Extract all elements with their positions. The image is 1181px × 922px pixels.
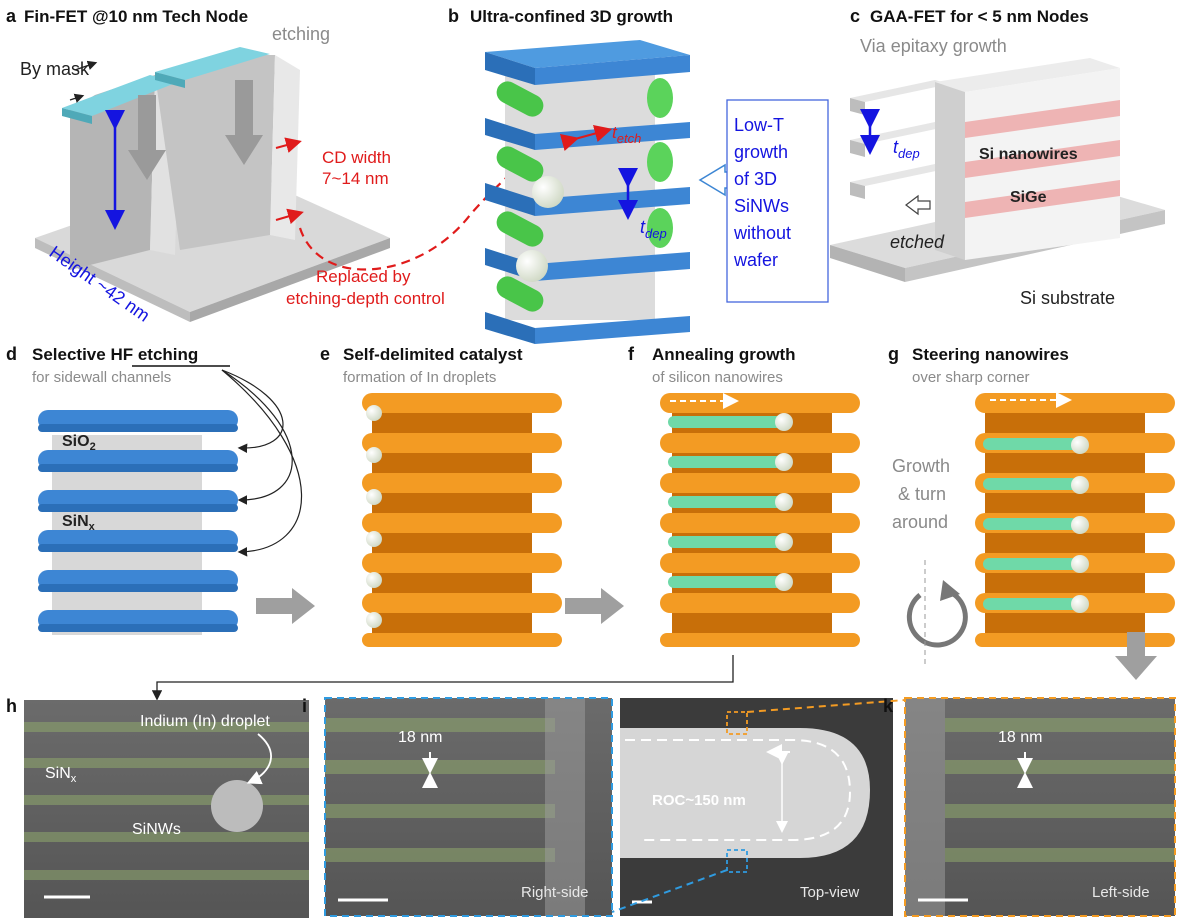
etched-arrow (905, 194, 931, 216)
topview-shape (620, 728, 870, 858)
sige-label: SiGe (1010, 189, 1047, 206)
t-etch-label: tetch (612, 123, 641, 146)
sem-image-h (24, 700, 309, 918)
step-arrow-2 (565, 588, 624, 624)
blue-stack (38, 410, 238, 635)
lowt-box (726, 99, 829, 303)
lowt-line-1: Low-T (734, 115, 784, 135)
by-mask-label: By mask (20, 59, 90, 79)
frame-k (904, 697, 1176, 917)
panel-d-sub: for sidewall channels (32, 369, 171, 386)
si-nanowires-label: Si nanowires (979, 146, 1078, 163)
panel-b-title: Ultra-confined 3D growth (470, 7, 673, 26)
replaced-label-2: etching-depth control (286, 289, 445, 308)
panel-h: h Indium (In) droplet SiNx SiNWs (6, 696, 309, 918)
t-dep-label-c: tdep (893, 137, 920, 161)
etching-label: etching (272, 24, 330, 44)
panel-c-title: GAA-FET for < 5 nm Nodes (870, 7, 1089, 26)
cd-width-label-1: CD width (322, 148, 391, 167)
orange-stack-f (660, 393, 860, 647)
panel-letter-a: a (6, 6, 17, 26)
lowt-line-6: wafer (733, 250, 778, 270)
panel-c: c GAA-FET for < 5 nm Nodes Via epitaxy g… (830, 6, 1165, 308)
lowt-line-4: SiNWs (734, 196, 789, 216)
etch-arrow-2 (225, 80, 263, 165)
panel-letter-k: k (883, 696, 894, 716)
panel-k: k 18 nm Left-side (883, 696, 1176, 917)
frame-i (324, 697, 613, 917)
in-droplets-g (1071, 436, 1089, 613)
panel-d-title: Selective HF etching (32, 345, 198, 364)
sinx-label: SiNx (62, 513, 96, 533)
down-arrow (1115, 632, 1157, 680)
panel-letter-e: e (320, 344, 330, 364)
panel-e-title: Self-delimited catalyst (343, 345, 523, 364)
corner-label-k: Left-side (1092, 884, 1150, 901)
droplet-h (211, 780, 263, 832)
sinx-label-h: SiNx (45, 765, 77, 785)
panel-f: f Annealing growth of silicon nanowires (628, 344, 860, 647)
panel-f-title: Annealing growth (652, 345, 796, 364)
panel-letter-g: g (888, 344, 899, 364)
corner-label-i: Right-side (521, 884, 589, 901)
roc-label: ROC~150 nm (652, 792, 746, 809)
panel-g: g Steering nanowires over sharp corner G… (888, 344, 1175, 680)
t-dep-label-b: tdep (640, 217, 667, 241)
panel-e: e Self-delimited catalyst formation of I… (320, 344, 562, 647)
panel-letter-d: d (6, 344, 17, 364)
panel-letter-i: i (302, 696, 307, 716)
growth-line-2: & turn (898, 484, 946, 504)
corner-label-j: Top-view (800, 884, 859, 901)
gaa-block-top (935, 58, 1120, 92)
etched-label: etched (890, 232, 945, 252)
lowt-line-3: of 3D (734, 169, 777, 189)
growth-line-1: Growth (892, 456, 950, 476)
spacing-label-k: 18 nm (998, 729, 1042, 746)
in-droplets-e (366, 405, 382, 628)
panel-b: b Ultra-confined 3D growth (448, 6, 829, 344)
lowt-line-5: without (733, 223, 791, 243)
in-droplets-f (775, 413, 793, 591)
substrate-label: Si substrate (1020, 288, 1115, 308)
panel-letter-c: c (850, 6, 860, 26)
cd-width-label-2: 7~14 nm (322, 169, 389, 188)
panel-d: d Selective HF etching for sidewall chan… (6, 344, 303, 635)
connector-f-h (151, 655, 734, 701)
panel-j: j ROC~150 nm Top-view (620, 696, 893, 916)
spacing-label-i: 18 nm (398, 729, 442, 746)
lowt-line-2: growth (734, 142, 788, 162)
droplet-b1 (532, 176, 564, 208)
panel-i: i 18 nm Right-side (302, 696, 613, 917)
orange-stack-e (362, 393, 562, 647)
sinws-label: SiNWs (132, 821, 181, 838)
sio2-label: SiO2 (62, 433, 96, 453)
panel-f-sub: of silicon nanowires (652, 369, 783, 386)
panel-g-title: Steering nanowires (912, 345, 1069, 364)
replaced-label-1: Replaced by (316, 267, 411, 286)
panel-a-title: Fin-FET @10 nm Tech Node (24, 7, 248, 26)
panel-g-sub: over sharp corner (912, 369, 1030, 386)
etch-arrow-1 (128, 95, 166, 180)
panel-letter-b: b (448, 6, 459, 26)
growth-line-3: around (892, 512, 948, 532)
panel-letter-f: f (628, 344, 635, 364)
panel-letter-h: h (6, 696, 17, 716)
epitaxy-label: Via epitaxy growth (860, 36, 1007, 56)
panel-e-sub: formation of In droplets (343, 369, 496, 386)
droplet-label: Indium (In) droplet (140, 713, 270, 730)
replace-curve (298, 131, 548, 271)
green-nanowires (496, 78, 673, 312)
rotate-icon (906, 589, 968, 648)
droplet-b2 (516, 250, 548, 282)
mask-right (155, 47, 270, 80)
mask-left (62, 75, 178, 116)
step-arrow-1 (256, 588, 315, 624)
